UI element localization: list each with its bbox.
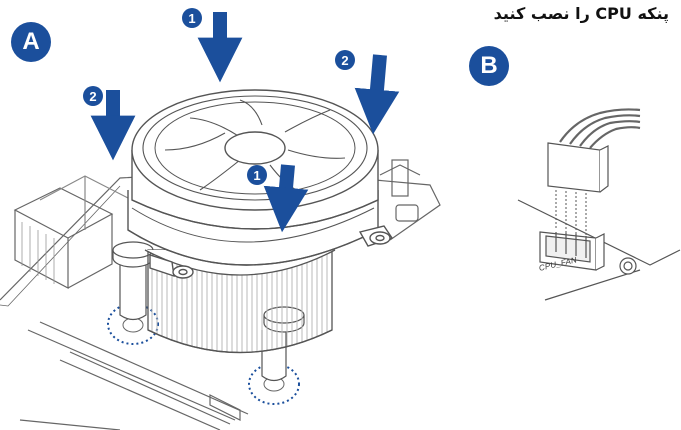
arrow-center <box>263 164 309 233</box>
step-badge-right: 2 <box>335 50 355 70</box>
cpu-fan <box>127 89 394 279</box>
panel-b-badge: B <box>469 46 509 86</box>
step-badge-center: 1 <box>247 165 267 185</box>
board-rail <box>27 329 236 421</box>
push-pin-left <box>112 241 154 321</box>
panel-a-badge: A <box>11 22 51 62</box>
fan-connector <box>547 142 601 193</box>
vrm-heatsink <box>13 187 114 239</box>
board-edge-b <box>517 199 681 266</box>
arrow-right <box>354 54 400 135</box>
motherboard <box>0 159 441 430</box>
step-badge-top: 1 <box>182 8 202 28</box>
fan-cable <box>559 108 641 149</box>
step-badge-left: 2 <box>83 86 103 106</box>
fan-header-diagram <box>517 108 681 301</box>
page-title: پنکه CPU را نصب کنید <box>493 4 669 23</box>
press-arrows <box>90 12 400 233</box>
board-component <box>391 159 409 197</box>
